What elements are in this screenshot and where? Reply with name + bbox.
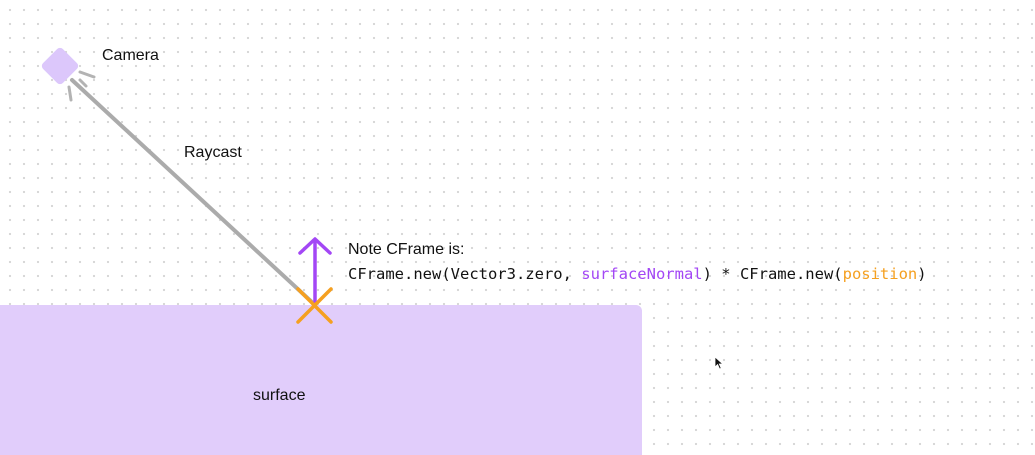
note-title: Note CFrame is: — [348, 241, 465, 258]
camera-ray-icon — [67, 85, 73, 102]
camera-ray-icon — [78, 78, 88, 88]
pointer-cursor-icon — [714, 356, 724, 370]
surface-shape — [0, 305, 642, 455]
code-prefix: CFrame.new(Vector3.zero, — [348, 265, 582, 283]
code-middle: ) * CFrame.new( — [702, 265, 843, 283]
code-snippet: CFrame.new(Vector3.zero, surfaceNormal) … — [348, 264, 927, 284]
arrow-up-icon — [298, 237, 332, 304]
code-position: position — [842, 265, 918, 283]
raycast-line — [70, 78, 316, 306]
camera-diamond-icon — [41, 47, 79, 85]
camera-label: Camera — [102, 47, 159, 64]
code-surface-normal: surfaceNormal — [581, 265, 703, 283]
camera-ray-icon — [78, 70, 96, 79]
x-mark-icon — [296, 287, 333, 324]
raycast-label: Raycast — [184, 144, 242, 161]
diagram-canvas — [41, 47, 333, 324]
code-suffix: ) — [917, 265, 927, 283]
surface-label: surface — [253, 387, 306, 404]
